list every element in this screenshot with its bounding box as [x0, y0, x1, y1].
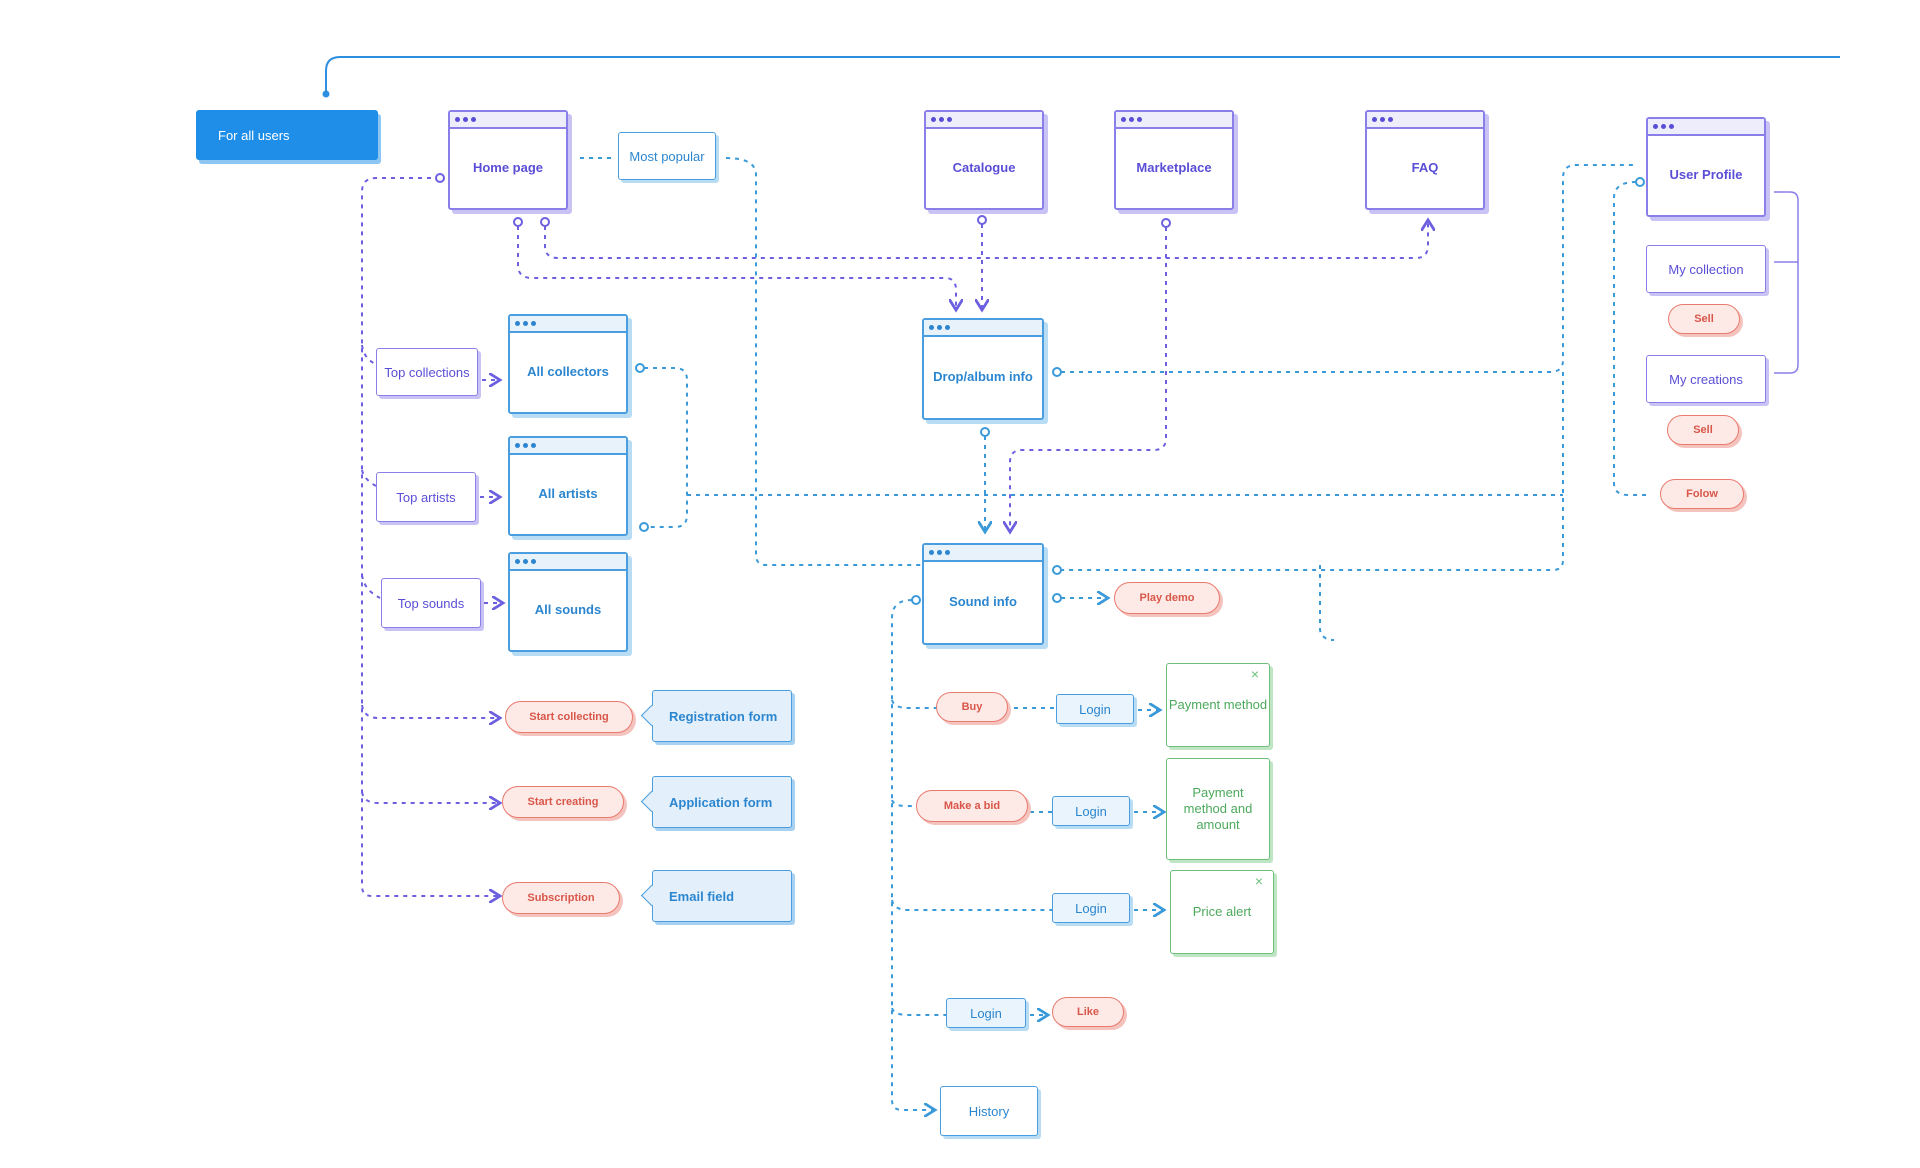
email-field-label: Email field: [669, 888, 735, 904]
play-demo-label: Play demo: [1139, 592, 1195, 604]
sell-button[interactable]: Sell: [1668, 304, 1740, 334]
like-button[interactable]: Like: [1052, 997, 1124, 1027]
marketplace-label: Marketplace: [1136, 159, 1212, 175]
close-icon[interactable]: ×: [1254, 873, 1263, 889]
price-alert-modal[interactable]: × Price alert: [1170, 870, 1274, 954]
login-label: Login: [1079, 701, 1111, 717]
user-profile-label: User Profile: [1669, 166, 1743, 182]
drop-album-window[interactable]: Drop/album info: [922, 318, 1044, 420]
sound-info-window[interactable]: Sound info: [922, 543, 1044, 645]
user-profile-window[interactable]: User Profile: [1646, 117, 1766, 217]
catalogue-label: Catalogue: [952, 159, 1016, 175]
for-all-users-badge: For all users: [196, 110, 378, 160]
all-collectors-label: All collectors: [527, 363, 609, 379]
all-sounds-window[interactable]: All sounds: [508, 552, 628, 652]
login-box[interactable]: Login: [1052, 796, 1130, 826]
faq-window[interactable]: FAQ: [1365, 110, 1485, 210]
window-titlebar: [924, 320, 1042, 337]
close-icon[interactable]: ×: [1250, 666, 1259, 682]
window-titlebar: [1116, 112, 1232, 129]
payment-method-modal[interactable]: × Payment method: [1166, 663, 1270, 747]
all-artists-label: All artists: [538, 485, 598, 501]
window-titlebar: [1648, 119, 1764, 136]
marketplace-window[interactable]: Marketplace: [1114, 110, 1234, 210]
window-titlebar: [926, 112, 1042, 129]
history-label: History: [968, 1103, 1010, 1119]
window-titlebar: [924, 545, 1042, 562]
my-collection-label: My collection: [1668, 261, 1744, 277]
buy-label: Buy: [961, 701, 983, 713]
follow-button[interactable]: Folow: [1660, 479, 1744, 509]
play-demo-button[interactable]: Play demo: [1114, 582, 1220, 614]
subscription-button[interactable]: Subscription: [502, 882, 620, 914]
start-creating-button[interactable]: Start creating: [502, 786, 624, 818]
faq-label: FAQ: [1411, 159, 1439, 175]
price-alert-label: Price alert: [1192, 904, 1252, 919]
make-a-bid-button[interactable]: Make a bid: [916, 790, 1028, 822]
all-artists-window[interactable]: All artists: [508, 436, 628, 536]
history-box[interactable]: History: [940, 1086, 1038, 1136]
all-collectors-window[interactable]: All collectors: [508, 314, 628, 414]
all-sounds-label: All sounds: [534, 601, 602, 617]
login-label: Login: [1075, 900, 1107, 916]
window-titlebar: [450, 112, 566, 129]
catalogue-window[interactable]: Catalogue: [924, 110, 1044, 210]
sell-label: Sell: [1693, 424, 1713, 436]
my-creations-box[interactable]: My creations: [1646, 355, 1766, 403]
group-label: For all users: [218, 127, 290, 143]
my-collection-box[interactable]: My collection: [1646, 245, 1766, 293]
top-collections-box[interactable]: Top collections: [376, 348, 478, 396]
payment-method-amount-label: Payment method and amount: [1183, 785, 1253, 832]
start-collecting-label: Start collecting: [529, 711, 609, 723]
buy-button[interactable]: Buy: [936, 692, 1008, 722]
my-creations-label: My creations: [1669, 371, 1743, 387]
payment-method-amount-modal[interactable]: Payment method and amount: [1166, 758, 1270, 860]
sell-button[interactable]: Sell: [1667, 415, 1739, 445]
login-box[interactable]: Login: [1052, 893, 1130, 923]
home-page-window[interactable]: Home page: [448, 110, 568, 210]
top-artists-box[interactable]: Top artists: [376, 472, 476, 522]
most-popular-box[interactable]: Most popular: [618, 132, 716, 180]
start-collecting-button[interactable]: Start collecting: [505, 701, 633, 733]
top-artists-label: Top artists: [396, 489, 456, 505]
application-form-label: Application form: [669, 794, 773, 810]
top-sounds-box[interactable]: Top sounds: [381, 578, 481, 628]
window-titlebar: [510, 554, 626, 571]
sell-label: Sell: [1694, 313, 1714, 325]
top-sounds-label: Top sounds: [397, 595, 465, 611]
payment-method-label: Payment method: [1168, 697, 1268, 712]
drop-album-label: Drop/album info: [933, 368, 1033, 384]
window-titlebar: [510, 316, 626, 333]
window-titlebar: [1367, 112, 1483, 129]
login-box[interactable]: Login: [946, 998, 1026, 1028]
make-a-bid-label: Make a bid: [943, 800, 1001, 812]
top-collections-label: Top collections: [384, 364, 470, 380]
login-label: Login: [970, 1005, 1002, 1021]
home-page-label: Home page: [472, 159, 544, 175]
window-titlebar: [510, 438, 626, 455]
login-label: Login: [1075, 803, 1107, 819]
most-popular-label: Most popular: [629, 148, 705, 164]
sound-info-label: Sound info: [949, 593, 1017, 609]
follow-label: Folow: [1686, 488, 1718, 500]
start-creating-label: Start creating: [527, 796, 599, 808]
like-label: Like: [1076, 1006, 1099, 1018]
registration-form-box[interactable]: Registration form: [652, 690, 792, 742]
login-box[interactable]: Login: [1056, 694, 1134, 724]
subscription-label: Subscription: [527, 892, 595, 904]
application-form-box[interactable]: Application form: [652, 776, 792, 828]
email-field-box[interactable]: Email field: [652, 870, 792, 922]
registration-form-label: Registration form: [669, 708, 778, 724]
